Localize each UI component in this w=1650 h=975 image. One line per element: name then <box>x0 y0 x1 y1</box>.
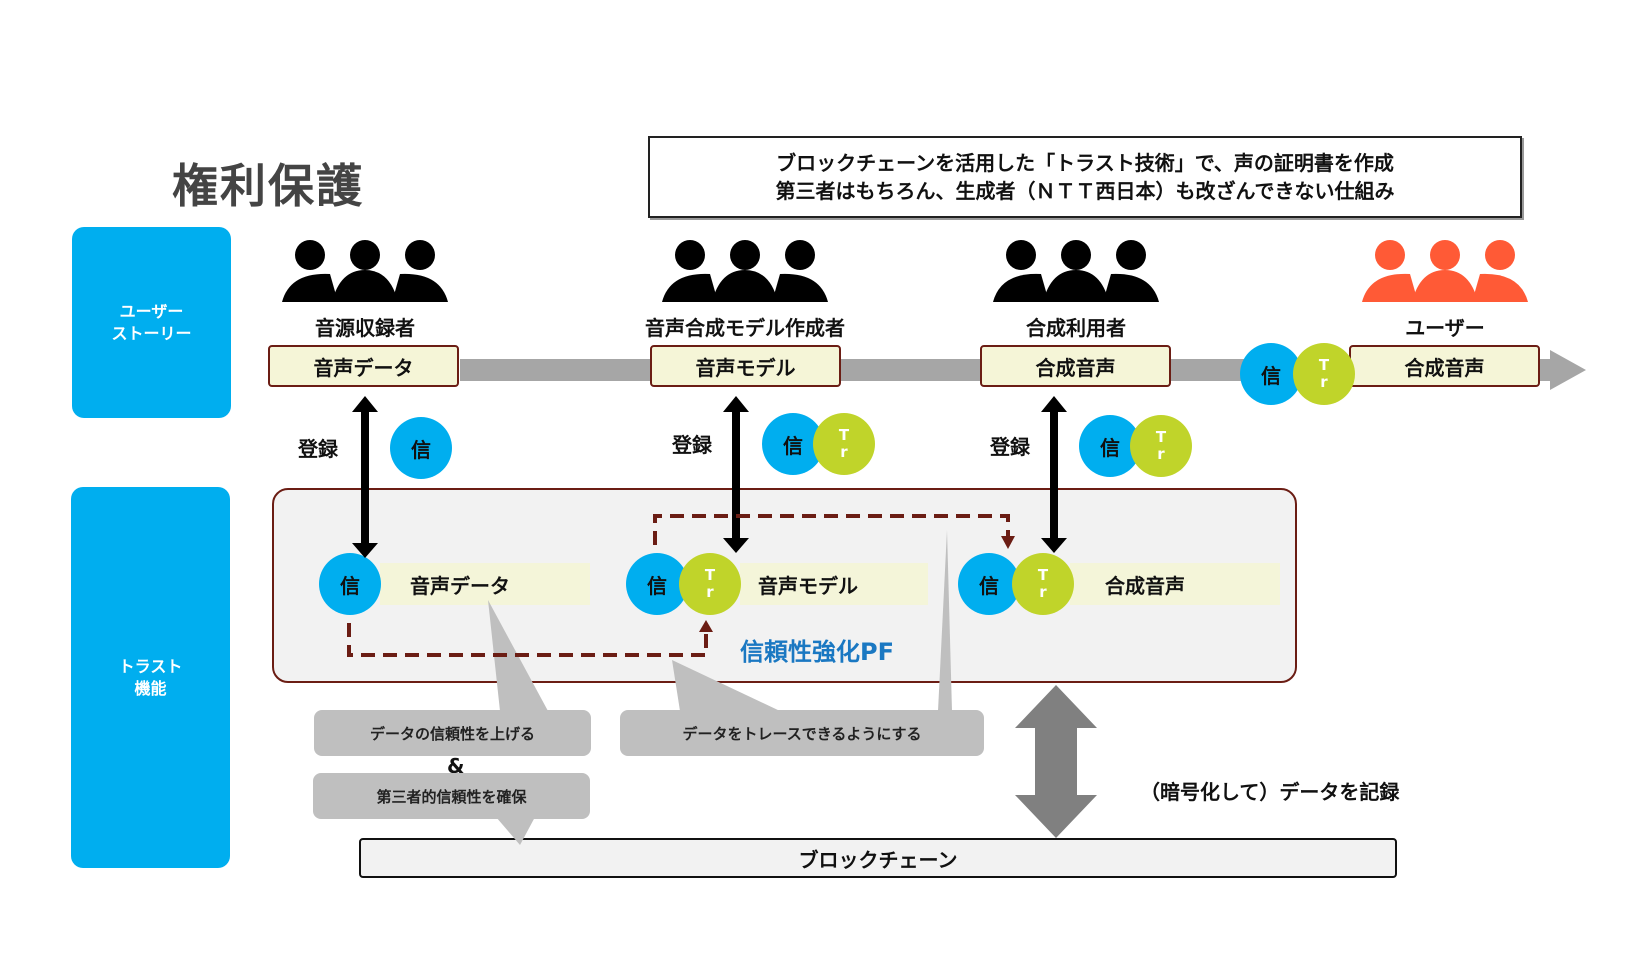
callout-pointer <box>938 530 952 711</box>
tr-top: T <box>1318 356 1330 374</box>
description-note: ブロックチェーンを活用した「トラスト技術」で、声の証明書を作成 第三者はもちろん… <box>648 136 1522 218</box>
tr-top: T <box>1155 428 1167 446</box>
tr-bottom: r <box>840 443 848 461</box>
callout-reliability: データの信頼性を上げる <box>314 710 591 756</box>
tr-bottom: r <box>1157 445 1165 463</box>
callout-pointer <box>496 817 535 845</box>
story-data-box: 音声モデル <box>650 345 841 387</box>
trust-badge-shin-icon: 信 <box>1240 343 1302 405</box>
register-arrow-2 <box>723 396 749 553</box>
role-label: ユーザー <box>1405 316 1485 340</box>
trace-arrow-head-icon <box>699 620 713 632</box>
page-title: 権利保護 <box>172 159 364 213</box>
register-label: 登録 <box>990 435 1030 459</box>
platform-item: 音声データ <box>380 563 590 605</box>
trust-badge-shin-icon: 信 <box>319 553 381 615</box>
people-icon <box>993 240 1159 302</box>
side-label-line: 機能 <box>134 678 167 698</box>
side-label-trust-function: トラスト 機能 <box>71 487 230 868</box>
side-label-line: トラスト <box>118 656 183 676</box>
platform-label: 信頼性強化PF <box>740 638 894 666</box>
trust-badge-shin-icon: 信 <box>626 553 688 615</box>
callout-third-party: 第三者的信頼性を確保 <box>313 773 590 819</box>
trust-badge-shin-icon: 信 <box>390 417 452 479</box>
note-line-2: 第三者はもちろん、生成者（ＮＴＴ西日本）も改ざんできない仕組み <box>775 179 1395 203</box>
side-label-line: ストーリー <box>111 323 192 343</box>
platform-item: 合成音声 <box>1070 563 1280 605</box>
record-double-arrow <box>1015 685 1097 838</box>
tr-top: T <box>1037 566 1049 584</box>
record-label: （暗号化して）データを記録 <box>1140 780 1400 804</box>
trust-badge-shin-icon: 信 <box>958 553 1020 615</box>
role-label: 音源収録者 <box>315 316 415 340</box>
flow-arrow-head-icon <box>1550 350 1586 390</box>
role-label: 音声合成モデル作成者 <box>645 316 845 340</box>
side-label-line: ユーザー <box>119 301 184 321</box>
story-data-box: 音声データ <box>268 345 459 387</box>
people-icon <box>282 240 448 302</box>
register-label: 登録 <box>672 433 712 457</box>
platform-item: 音声モデル <box>740 563 928 605</box>
tr-top: T <box>838 426 850 444</box>
tr-top: T <box>704 566 716 584</box>
tr-bottom: r <box>706 583 714 601</box>
people-icon <box>662 240 828 302</box>
tr-bottom: r <box>1320 373 1328 391</box>
blockchain-bar: ブロックチェーン <box>359 838 1397 878</box>
people-icon-user <box>1362 240 1528 302</box>
role-label: 合成利用者 <box>1026 316 1126 340</box>
register-label: 登録 <box>298 437 338 461</box>
tr-bottom: r <box>1039 583 1047 601</box>
register-arrow-1 <box>352 396 378 558</box>
ampersand: & <box>447 754 465 778</box>
side-label-user-story: ユーザー ストーリー <box>72 227 231 418</box>
story-data-box: 合成音声 <box>1349 345 1540 387</box>
callout-trace: データをトレースできるようにする <box>620 710 984 756</box>
story-data-box: 合成音声 <box>980 345 1171 387</box>
trace-arrow-head-icon <box>1001 536 1015 549</box>
note-line-1: ブロックチェーンを活用した「トラスト技術」で、声の証明書を作成 <box>776 151 1394 175</box>
callout-pointer <box>672 660 780 711</box>
trace-dashed-line <box>653 514 1010 545</box>
trace-dashed-line <box>347 623 708 657</box>
register-arrow-3 <box>1041 396 1067 553</box>
